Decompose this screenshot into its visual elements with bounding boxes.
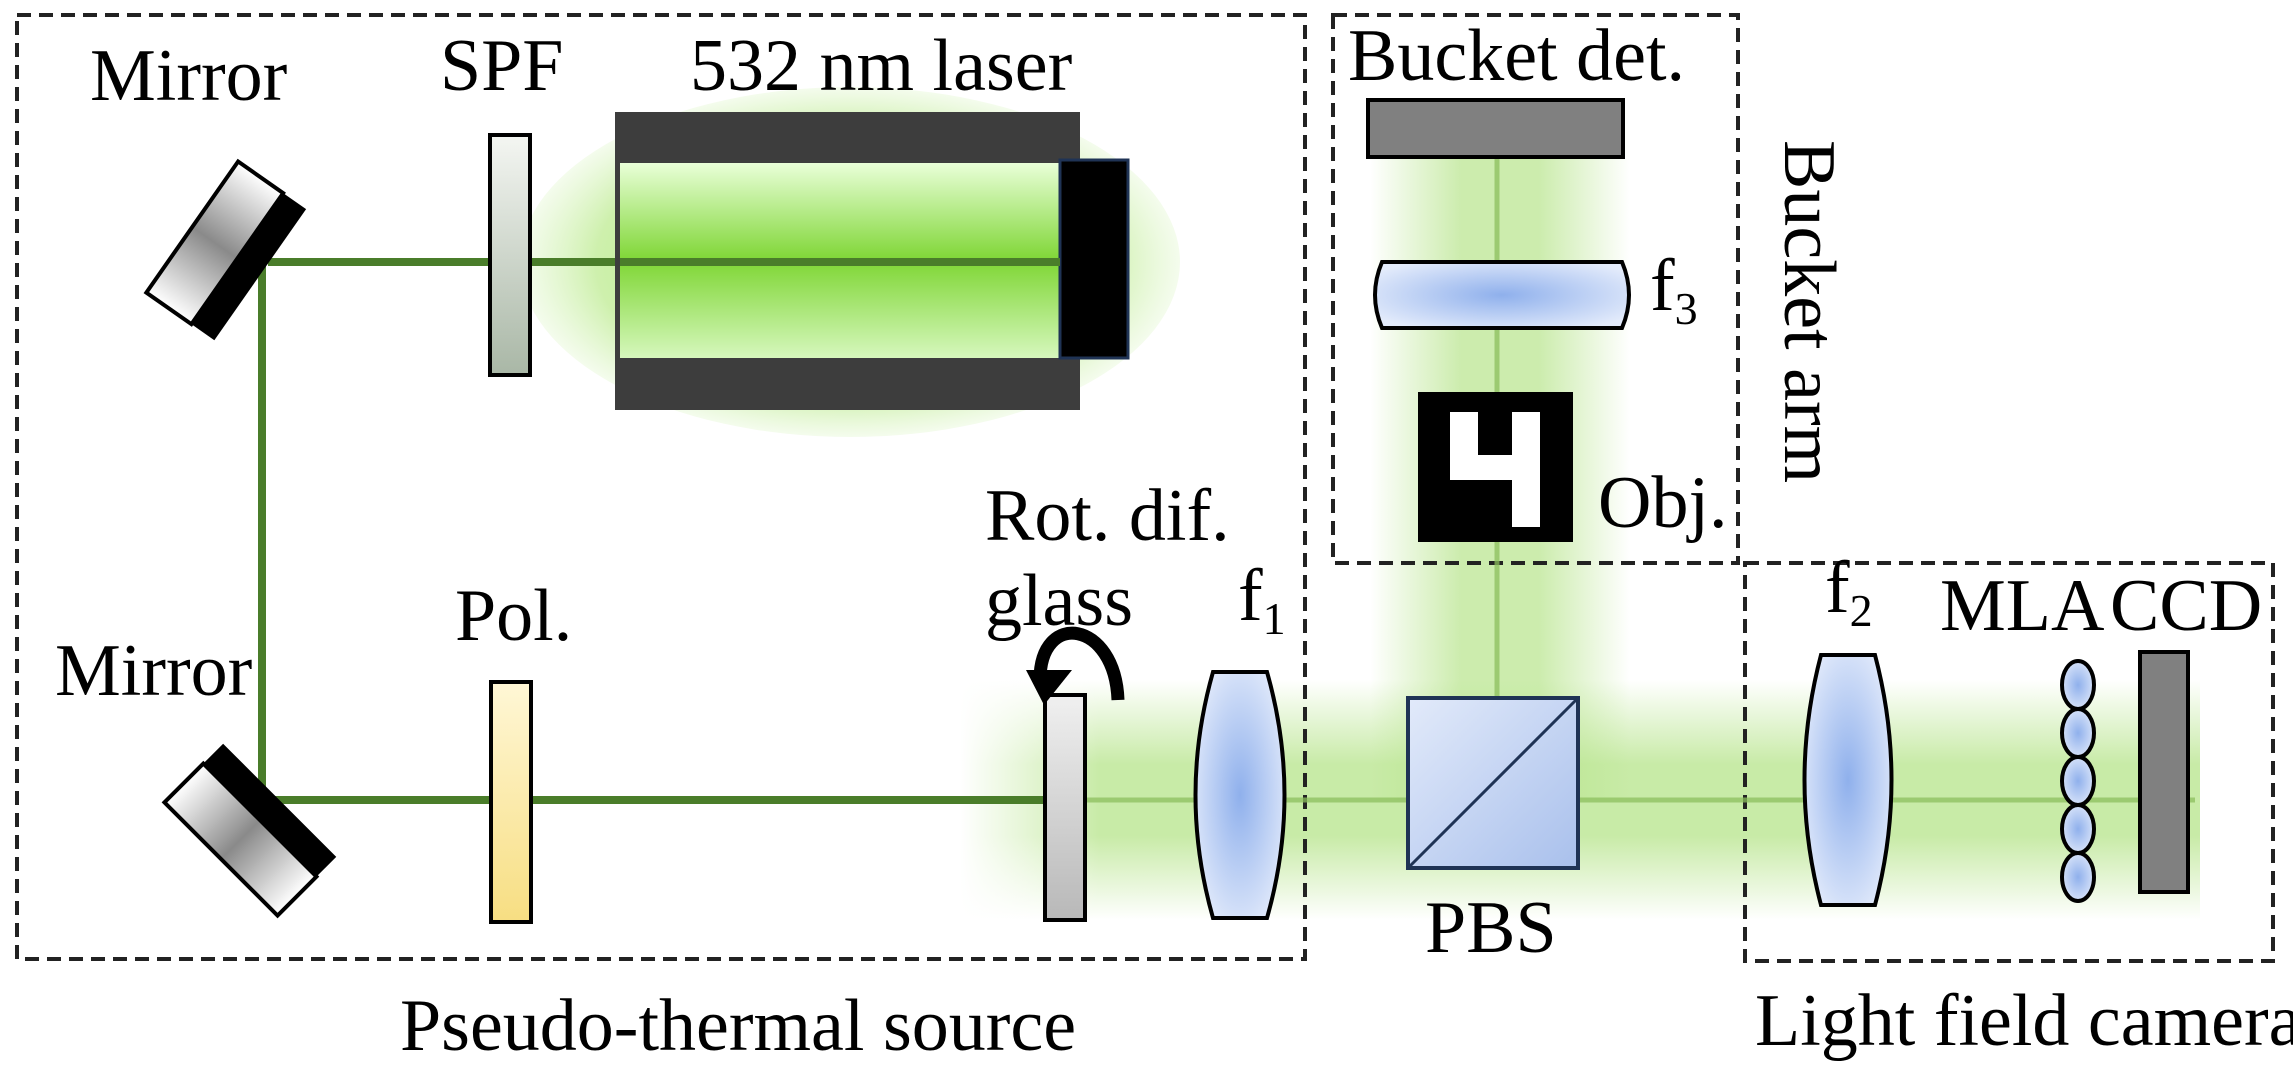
- rotating-diffuser-glass: [1043, 693, 1087, 922]
- rotation-arrow-icon: [1026, 626, 1125, 705]
- label-pbs: PBS: [1425, 887, 1557, 969]
- label-mirror-top: Mirror: [90, 35, 287, 117]
- lens-f2: [1802, 653, 1894, 907]
- label-source: Pseudo-thermal source: [400, 985, 1076, 1067]
- label-bucket-arm: Bucket arm: [1768, 140, 1850, 483]
- pbs-cube: [1406, 696, 1580, 870]
- label-pol: Pol.: [455, 575, 572, 657]
- lens-f1: [1193, 670, 1287, 920]
- lens-f3: [1373, 260, 1631, 330]
- label-laser: 532 nm laser: [690, 25, 1072, 107]
- label-f3: f3: [1650, 245, 1698, 334]
- microlens-array: [2060, 659, 2096, 903]
- label-camera: Light field camera: [1755, 980, 2293, 1062]
- mirror-top: [143, 158, 307, 341]
- mirror-bottom: [161, 743, 337, 919]
- label-mirror-bottom: Mirror: [55, 630, 252, 712]
- digit-four-target-icon: [1418, 392, 1573, 542]
- label-spf: SPF: [440, 25, 563, 107]
- laser-532nm: [615, 112, 1130, 410]
- label-ccd: CCD: [2110, 565, 2262, 647]
- label-f2: f2: [1825, 547, 1873, 636]
- label-rot-line2: glass: [985, 560, 1133, 642]
- label-obj: Obj.: [1598, 462, 1728, 544]
- label-bucket-det: Bucket det.: [1348, 15, 1685, 97]
- ccd-sensor: [2138, 650, 2190, 894]
- label-mla: MLA: [1940, 565, 2104, 647]
- bucket-arm-box: [1331, 13, 1740, 565]
- pseudo-thermal-source-box: [15, 13, 1307, 961]
- light-field-camera-box: [1743, 561, 2275, 963]
- label-rot-line1: Rot. dif.: [985, 475, 1230, 557]
- polarizer: [489, 680, 533, 924]
- spf-filter: [488, 133, 532, 377]
- bucket-detector: [1366, 98, 1625, 159]
- label-f1: f1: [1238, 555, 1286, 644]
